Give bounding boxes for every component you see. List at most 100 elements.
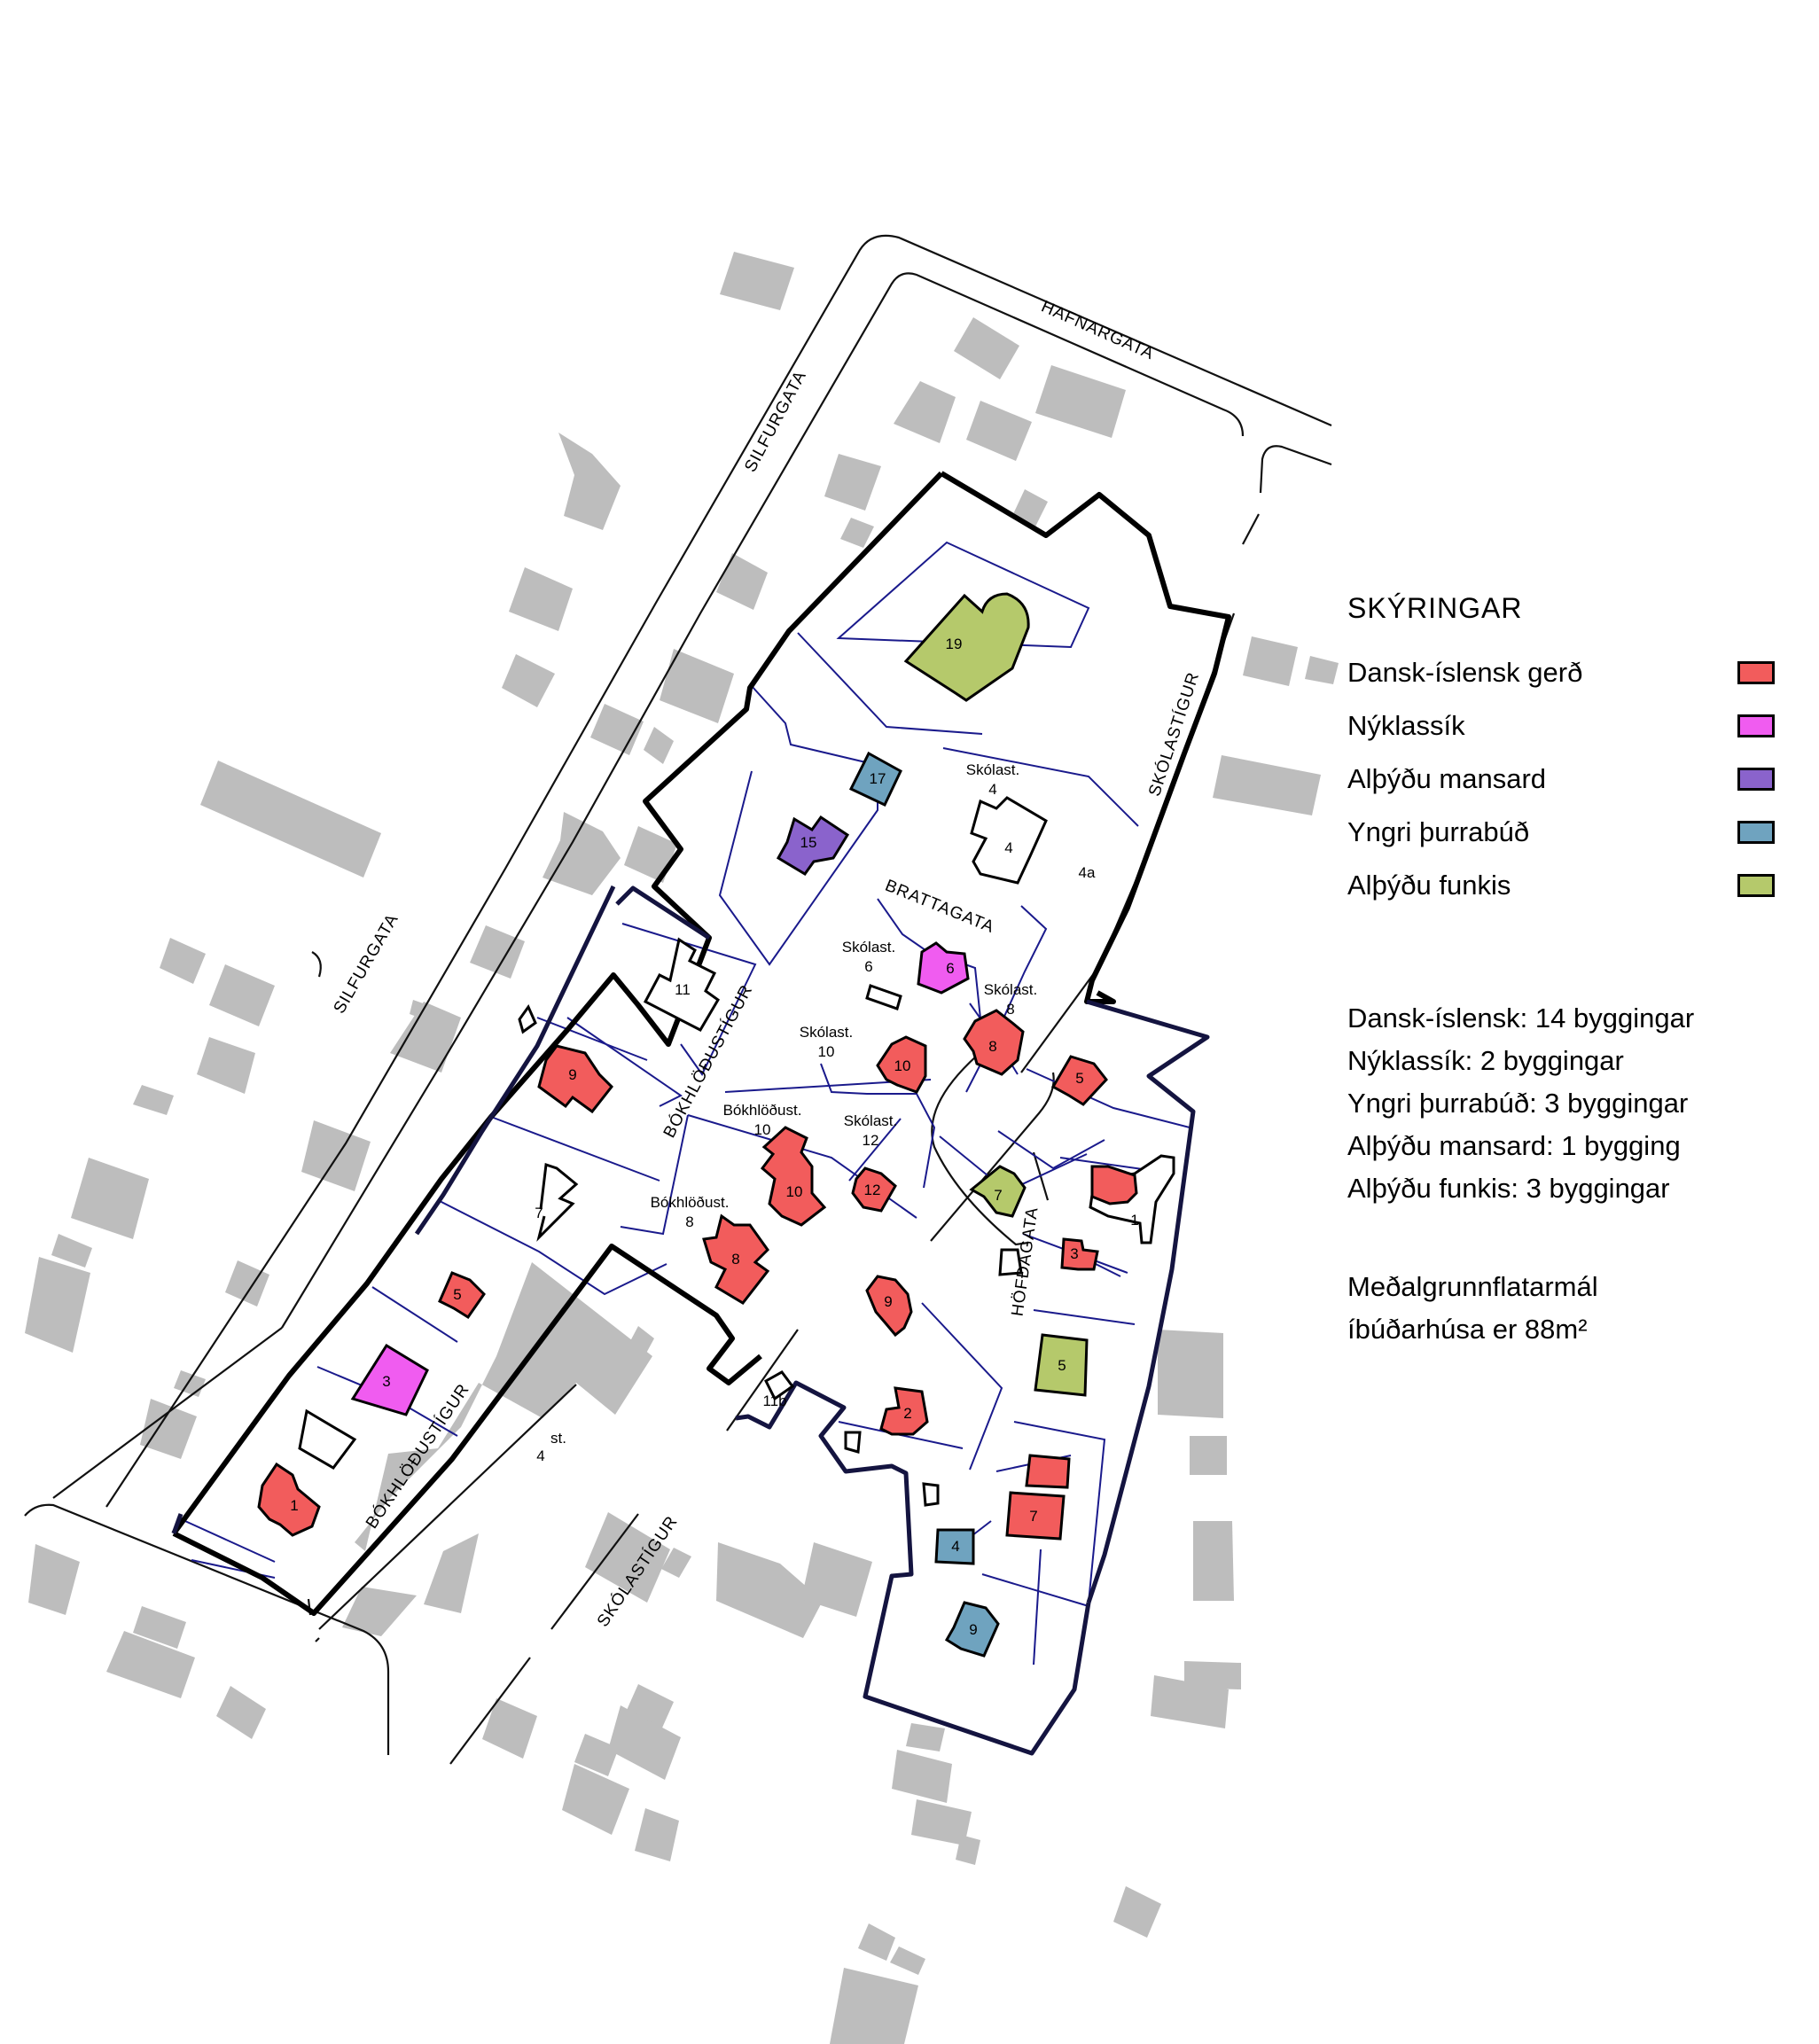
building-7-bokh: 7	[535, 1162, 579, 1242]
building-label: 7	[535, 1205, 543, 1221]
building-3-hofd: 3	[1060, 1237, 1099, 1271]
building-12: 12	[851, 1166, 897, 1213]
legend-item-label: Dansk-íslensk gerð	[1347, 657, 1583, 688]
building-8-bokh: 8	[702, 1213, 770, 1305]
building-5-bokh: 5	[438, 1271, 486, 1320]
building-label: 10	[786, 1183, 803, 1200]
lot-label: 4	[988, 781, 996, 798]
building-11b: 11b	[762, 1370, 795, 1409]
building-label: 5	[1075, 1070, 1083, 1087]
legend-swatch	[1737, 714, 1775, 737]
building-15: 15	[776, 815, 850, 876]
building-label: 7	[1029, 1508, 1037, 1525]
lot-label: Skólast.	[800, 1024, 853, 1041]
lot-labels: Skólast. 4 Skólast. 6 Skólast. 8 Skólast…	[536, 761, 1037, 1464]
legend-swatch	[1737, 874, 1775, 897]
building-label-4a: 4a	[1079, 864, 1096, 881]
legend-item-label: Yngri þurrabúð	[1347, 816, 1530, 847]
stat-line: Alþýðu mansard: 1 bygging	[1347, 1130, 1681, 1161]
building-label: 3	[1070, 1245, 1078, 1262]
outbuilding	[998, 1248, 1023, 1276]
building-2: 2	[879, 1386, 929, 1436]
building-7-hofd: 7	[969, 1165, 1027, 1218]
legend-title: SKÝRINGAR	[1347, 592, 1523, 624]
building-label: 8	[988, 1038, 996, 1055]
outbuilding	[518, 1003, 537, 1034]
stat-line: Dansk-íslensk: 14 byggingar	[1347, 1002, 1695, 1034]
building-6: 6	[917, 941, 970, 995]
stat-line: Nýklassík: 2 byggingar	[1347, 1045, 1624, 1076]
building-label: 2	[903, 1405, 911, 1422]
lot-label: Skólast.	[984, 981, 1037, 998]
street-brattagata: BRATTAGATA	[882, 877, 996, 938]
building-label: 15	[800, 834, 817, 851]
stat-line: Alþýðu funkis: 3 byggingar	[1347, 1173, 1670, 1204]
legend-item: Alþýðu funkis	[1347, 859, 1791, 912]
buildings: 19 17 15 4 4a 6 8 11 9	[257, 592, 1175, 1658]
lot-label: 10	[754, 1121, 771, 1138]
outbuilding	[922, 1482, 940, 1507]
building-label: 4	[1004, 839, 1012, 856]
lot-label: 8	[685, 1213, 693, 1230]
legend-item-label: Alþýðu funkis	[1347, 870, 1511, 901]
building-label: 10	[894, 1057, 911, 1074]
lot-label: Skólast.	[966, 761, 1019, 778]
building-label: 9	[884, 1293, 892, 1310]
building-3-bokh: 3	[350, 1343, 429, 1416]
lot-label: Skólast.	[842, 939, 895, 956]
building-17: 17	[848, 751, 902, 807]
outbuilding	[844, 1431, 862, 1454]
building-label: 1	[290, 1497, 298, 1514]
outbuilding	[298, 1408, 357, 1470]
street-silfurgata-left: SILFURGATA	[331, 910, 402, 1017]
area-borders	[171, 471, 1231, 1756]
building-label: 7	[994, 1187, 1002, 1204]
building-label: 3	[382, 1373, 390, 1390]
street-lines	[24, 234, 1332, 1765]
lot-label: 12	[863, 1132, 879, 1149]
building-8-skolast: 8	[963, 1009, 1025, 1076]
legend-swatch	[1737, 768, 1775, 791]
lot-label: st.	[550, 1430, 566, 1447]
outbuilding	[865, 984, 902, 1010]
building-statistics: Dansk-íslensk: 14 byggingar Nýklassík: 2…	[1347, 997, 1694, 1210]
legend-item: Nýklassík	[1347, 699, 1791, 753]
building-label: 8	[731, 1251, 739, 1268]
legend-item: Dansk-íslensk gerð	[1347, 646, 1791, 699]
lot-label: Bókhlöðust.	[651, 1194, 730, 1211]
building-10-skolast: 10	[876, 1035, 927, 1094]
building-11: 11	[643, 937, 720, 1032]
legend-item-label: Nýklassík	[1347, 710, 1465, 741]
note-line: íbúðarhúsa er 88m²	[1347, 1314, 1588, 1345]
lot-label: Skólast.	[844, 1112, 897, 1129]
building-1-bokh: 1	[257, 1462, 321, 1537]
lot-label: 6	[864, 958, 872, 975]
building-label: 5	[453, 1286, 461, 1303]
building-label: 5	[1058, 1357, 1066, 1374]
building-label: 4	[951, 1538, 959, 1555]
building-label: 11	[675, 981, 691, 998]
building-label: 17	[870, 770, 886, 787]
legend-item: Yngri þurrabúð	[1347, 806, 1791, 859]
building-7-bottom: 7	[1005, 1454, 1071, 1541]
building-9-bottom: 9	[944, 1601, 1000, 1658]
building-10-bokh: 10	[760, 1126, 827, 1227]
lot-label: 4	[536, 1447, 544, 1464]
legend-item-label: Alþýðu mansard	[1347, 763, 1547, 794]
neighbouring-buildings	[25, 252, 1339, 2044]
building-label: 19	[946, 636, 963, 652]
building-label: 9	[969, 1621, 977, 1638]
building-9-hofd: 9	[865, 1275, 913, 1338]
building-label: 9	[568, 1066, 576, 1083]
building-9-bokh: 9	[537, 1044, 614, 1114]
building-19: 19	[903, 592, 1030, 702]
legend-swatch	[1737, 661, 1775, 684]
building-4-bottom: 4	[934, 1528, 975, 1565]
building-5-top: 5	[1050, 1055, 1108, 1106]
lot-label: 8	[1006, 1001, 1014, 1018]
stat-line: Yngri þurrabúð: 3 byggingar	[1347, 1088, 1689, 1119]
building-5-hofd: 5	[1034, 1333, 1089, 1397]
lot-label: 10	[818, 1043, 835, 1060]
